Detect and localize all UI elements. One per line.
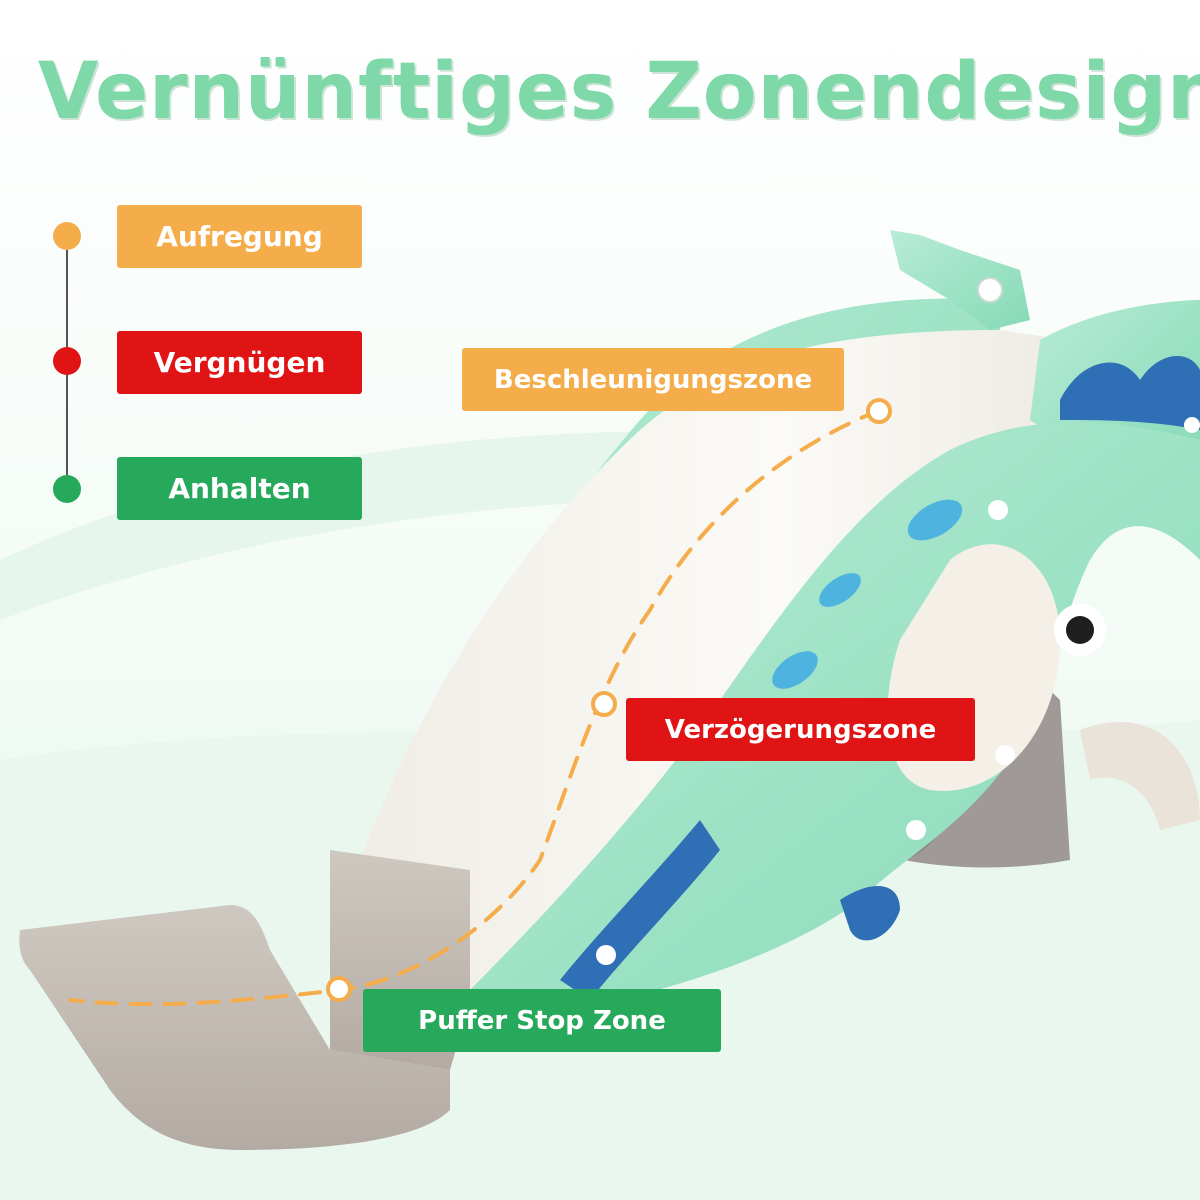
- whale-pupil: [1066, 616, 1094, 644]
- legend-dot-red: [53, 347, 81, 375]
- zone-label-buffer: Puffer Stop Zone: [363, 989, 721, 1052]
- top-handle: [890, 230, 1030, 330]
- rear-handle: [1080, 722, 1200, 830]
- zone-marker-acceleration: [866, 398, 892, 424]
- bolt: [906, 820, 926, 840]
- bolt: [995, 745, 1015, 765]
- legend-label-excitement: Aufregung: [117, 205, 362, 268]
- handle-bolt: [977, 277, 1003, 303]
- zone-marker-buffer: [326, 976, 352, 1002]
- bolt: [1184, 417, 1200, 433]
- fish-print: [772, 651, 818, 689]
- trajectory-dashed: [68, 408, 882, 1007]
- bolt: [596, 945, 616, 965]
- wave-top: [1060, 356, 1200, 430]
- legend-dot-green: [53, 475, 81, 503]
- legend-dot-orange: [53, 222, 81, 250]
- legend-label-stop: Anhalten: [117, 457, 362, 520]
- zone-label-deceleration: Verzögerungszone: [626, 698, 975, 761]
- whale-tail: [840, 886, 900, 941]
- fish-print: [907, 499, 963, 541]
- zone-marker-deceleration: [591, 691, 617, 717]
- slide-runout: [19, 905, 450, 1150]
- legend-label-pleasure: Vergnügen: [117, 331, 362, 394]
- zone-label-acceleration: Beschleunigungszone: [462, 348, 844, 411]
- page-title: Vernünftiges Zonendesign: [38, 47, 1200, 137]
- bolt: [988, 500, 1008, 520]
- fish-print: [819, 573, 861, 607]
